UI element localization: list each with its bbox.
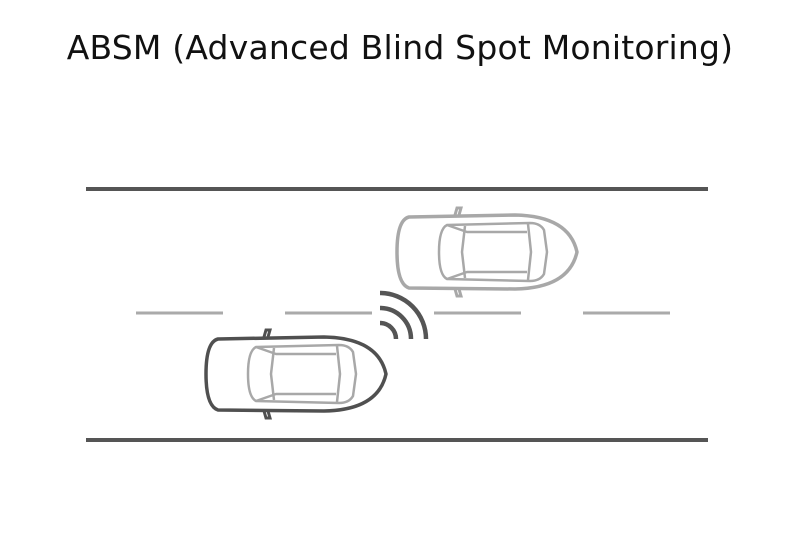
other-car-icon: [395, 206, 579, 298]
radar-waves-icon: [379, 290, 429, 340]
own-car-icon: [204, 328, 388, 420]
diagram-title: ABSM (Advanced Blind Spot Monitoring): [66, 28, 734, 67]
